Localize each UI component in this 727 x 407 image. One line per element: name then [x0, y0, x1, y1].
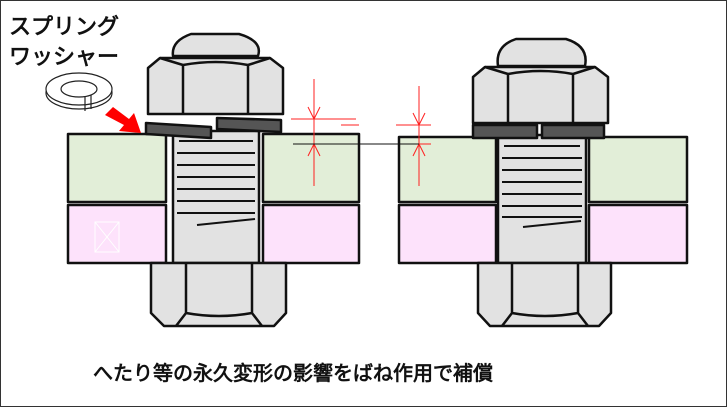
dimension-lines [291, 79, 431, 186]
left-spring-washer [144, 116, 283, 140]
caption: へたり等の永久変形の影響をばね作用で補償 [93, 361, 493, 385]
title-line-1: スプリング [9, 15, 120, 40]
left-bolt [149, 32, 288, 328]
spring-washer-icon [45, 72, 113, 111]
pointer-arrow [105, 107, 141, 133]
left-nut [146, 56, 285, 116]
left-plates [66, 132, 361, 265]
right-spring-washer-compressed [471, 123, 606, 140]
title-line-2: ワッシャー [9, 45, 120, 70]
right-plates [397, 135, 689, 265]
right-nut [471, 65, 610, 125]
missing-image-icon [94, 221, 120, 253]
right-bolt [476, 37, 613, 328]
